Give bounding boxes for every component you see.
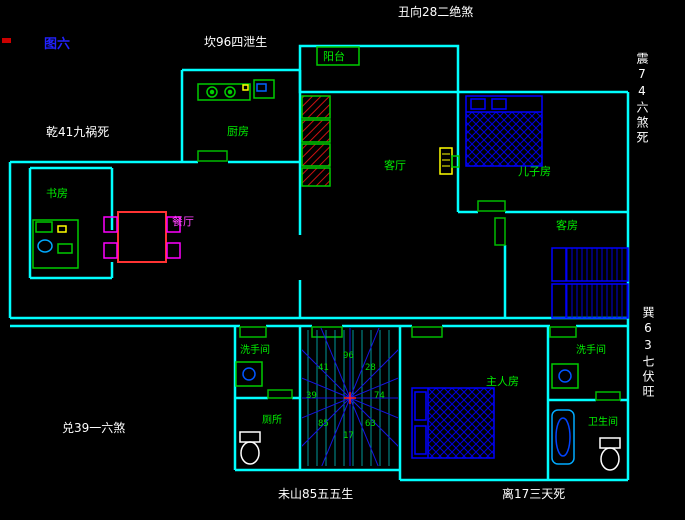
star-number-w: 39 — [306, 391, 317, 401]
room-label-toilet: 厕所 — [262, 415, 282, 426]
guest-room-door-icon — [494, 217, 506, 246]
annotation-xun: 巽63七伏旺 — [641, 306, 655, 400]
room-label-son-room: 儿子房 — [518, 165, 551, 178]
washroom-left-door-icon — [239, 326, 267, 338]
annotation-li: 离17三天死 — [502, 487, 566, 501]
room-label-balcony: 阳台 — [323, 50, 345, 63]
annotation-chou: 丑向28二绝煞 — [398, 5, 474, 19]
bed-master-room — [411, 387, 495, 459]
dining-chair-icon — [166, 216, 181, 233]
walls — [8, 44, 630, 482]
red-tick-mark — [2, 38, 11, 43]
balcony-label-box — [316, 46, 360, 66]
toilet-door-icon — [267, 389, 293, 399]
dining-chair-icon — [103, 242, 118, 259]
bed-son-room — [465, 95, 543, 167]
computer-icon — [37, 239, 53, 253]
master-door-icon — [411, 326, 443, 338]
study-desk — [32, 219, 79, 269]
toilet-fixture-icon — [239, 431, 261, 465]
star-number-n: 96 — [343, 351, 354, 361]
room-label-guest-room: 客房 — [556, 219, 578, 232]
room-label-washroom-left: 洗手间 — [240, 345, 270, 356]
stove-burner-icon — [206, 86, 218, 98]
room-label-living-room: 客厅 — [384, 159, 406, 172]
washroom-left-sink-icon — [235, 361, 263, 387]
beds-guest-room — [551, 247, 629, 319]
door-symbols — [197, 150, 621, 401]
annotation-wei: 未山85五五生 — [278, 487, 354, 501]
washroom-right-door-icon — [549, 326, 577, 338]
kitchen-sink-icon — [253, 79, 275, 99]
compass-center-mark — [344, 392, 356, 404]
desk-lamp-icon — [57, 225, 67, 233]
star-number-ne: 28 — [365, 363, 376, 373]
fengshui-compass-lines — [302, 328, 398, 466]
tv-cabinet-icon — [439, 147, 460, 175]
annotation-qian: 乾41九祸死 — [46, 125, 110, 139]
desk-chair-icon — [57, 243, 73, 254]
annotation-kan: 坎96四泄生 — [204, 35, 268, 49]
kitchen-door-icon — [197, 150, 228, 162]
room-label-master-room: 主人房 — [486, 375, 519, 388]
kitchen-counter — [197, 79, 275, 101]
kitchen-item-icon — [242, 84, 249, 91]
room-label-kitchen: 厨房 — [227, 125, 249, 138]
star-number-nw: 41 — [318, 363, 329, 373]
room-label-bathroom: 卫生间 — [588, 417, 618, 428]
balcony-outline — [298, 44, 460, 94]
annotation-dui: 兑39一六煞 — [62, 421, 126, 435]
star-number-sw: 85 — [318, 419, 329, 429]
sofa — [301, 95, 331, 187]
figure-label: 图六 — [44, 37, 71, 52]
room-label-washroom-right: 洗手间 — [576, 345, 606, 356]
dining-chair-icon — [103, 216, 118, 233]
room-label-study: 书房 — [46, 187, 68, 200]
stairs-door-icon — [311, 326, 343, 338]
sink-basin-icon — [256, 83, 267, 92]
study-walls — [28, 166, 114, 280]
room-label-dining: 餐厅 — [172, 215, 194, 228]
bathroom-door-icon — [595, 391, 621, 401]
star-number-e: 74 — [374, 391, 385, 401]
star-number-s: 17 — [343, 431, 354, 441]
star-number-se: 63 — [365, 419, 376, 429]
son-room-door-icon — [477, 200, 506, 212]
annotation-zhen: 震74六煞死 — [635, 52, 649, 146]
dining-chair-icon — [166, 242, 181, 259]
dining-table — [103, 211, 181, 263]
stove-burner-icon — [224, 86, 236, 98]
bathtub-icon — [551, 409, 575, 465]
bathroom-toilet-icon — [599, 437, 621, 471]
washroom-right-sink-icon — [551, 363, 579, 389]
